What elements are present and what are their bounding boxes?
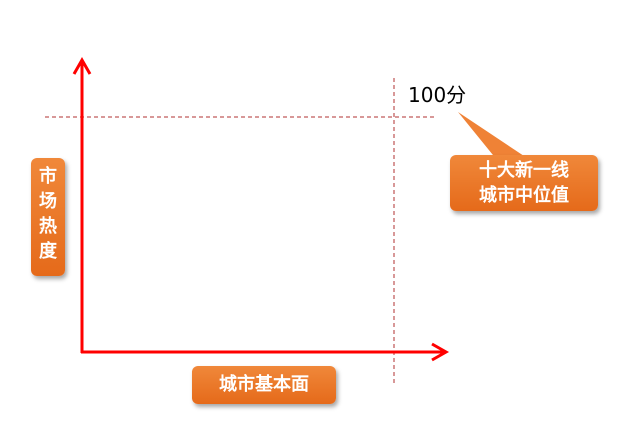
callout-pointer xyxy=(458,112,530,160)
callout-line-2: 城市中位值 xyxy=(479,185,569,206)
reference-value-label: 100分 xyxy=(408,83,467,107)
x-axis-label: 城市基本面 xyxy=(192,366,336,404)
y-axis-label-text: 市场热度 xyxy=(39,166,57,262)
x-axis-arrow-icon xyxy=(431,342,450,362)
callout-box: 十大新一线 城市中位值 xyxy=(450,155,598,211)
y-axis-arrow-icon xyxy=(72,56,92,75)
callout-line-1: 十大新一线 xyxy=(479,160,569,181)
y-axis-label: 市场热度 xyxy=(31,158,65,276)
